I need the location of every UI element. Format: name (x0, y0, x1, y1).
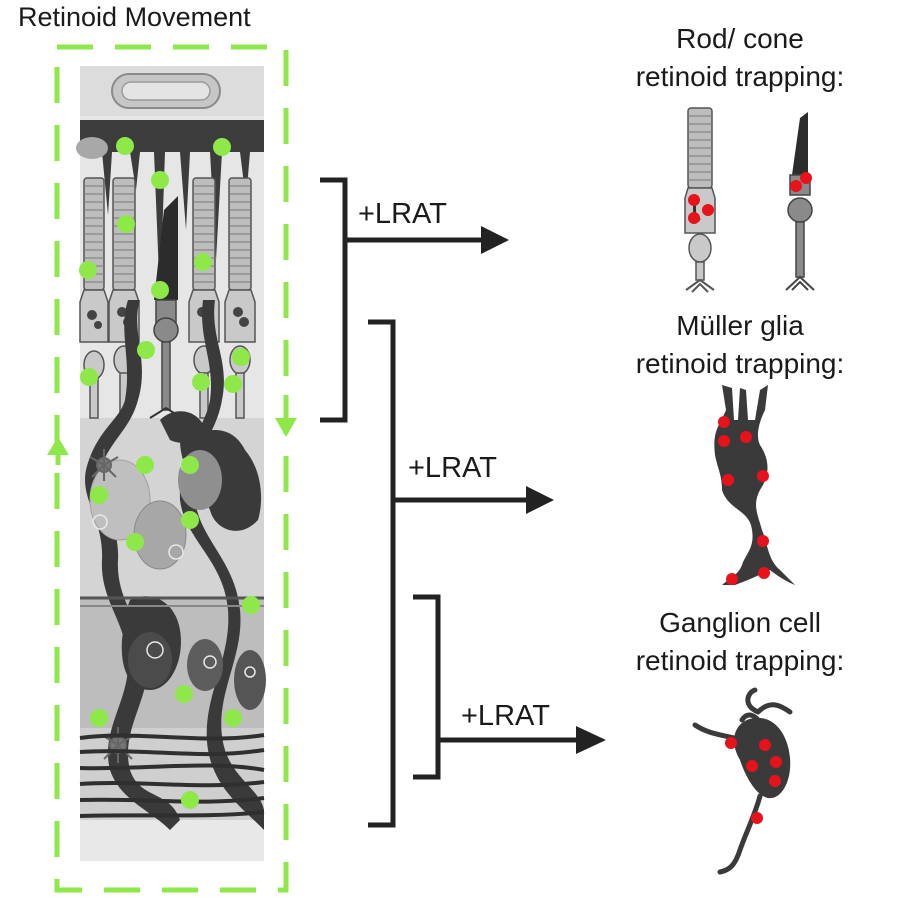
lrat-arrow-2 (526, 486, 554, 514)
ganglion-cell-heading-line1: Ganglion cell (659, 607, 821, 638)
nerve-fiber-layer (79, 733, 265, 818)
ganglion-bracket (413, 594, 580, 780)
lrat-label-2: +LRAT (408, 452, 497, 484)
retinoid-up-arrow (47, 437, 69, 465)
muller-bracket (368, 319, 530, 828)
lrat-arrow-1 (481, 226, 509, 254)
cone-cell (149, 196, 183, 419)
diagram-title: Retinoid Movement (18, 2, 251, 32)
photoreceptor-bracket (320, 177, 485, 423)
rod-cone-trapping-figure (684, 107, 815, 293)
muller-glia-heading-line2: retinoid trapping: (635, 348, 845, 379)
ganglion-cell-trapping-figure (692, 687, 793, 875)
lrat-label-3: +LRAT (461, 700, 550, 732)
lrat-arrow-3 (576, 726, 606, 754)
retina-section (47, 44, 297, 893)
rpe-layer (80, 120, 264, 300)
rod-cone-heading-line1: Rod/ cone (676, 23, 804, 54)
rod-cone-heading: Rod/ cone retinoid trapping: (590, 20, 890, 96)
retinoid-movement-frame (54, 44, 289, 893)
lrat-label-1: +LRAT (358, 198, 447, 230)
retinoid-down-arrow (275, 395, 297, 437)
ganglion-cell-heading: Ganglion cell retinoid trapping: (590, 604, 890, 680)
retinoid-dots (79, 137, 260, 809)
muller-glia-heading-line1: Müller glia (676, 310, 804, 341)
muller-glia-heading: Müller glia retinoid trapping: (590, 307, 890, 383)
muller-glia-trapping-figure (714, 385, 795, 585)
ganglion-cell-heading-line2: retinoid trapping: (635, 645, 845, 676)
rod-cone-heading-line2: retinoid trapping: (635, 61, 845, 92)
